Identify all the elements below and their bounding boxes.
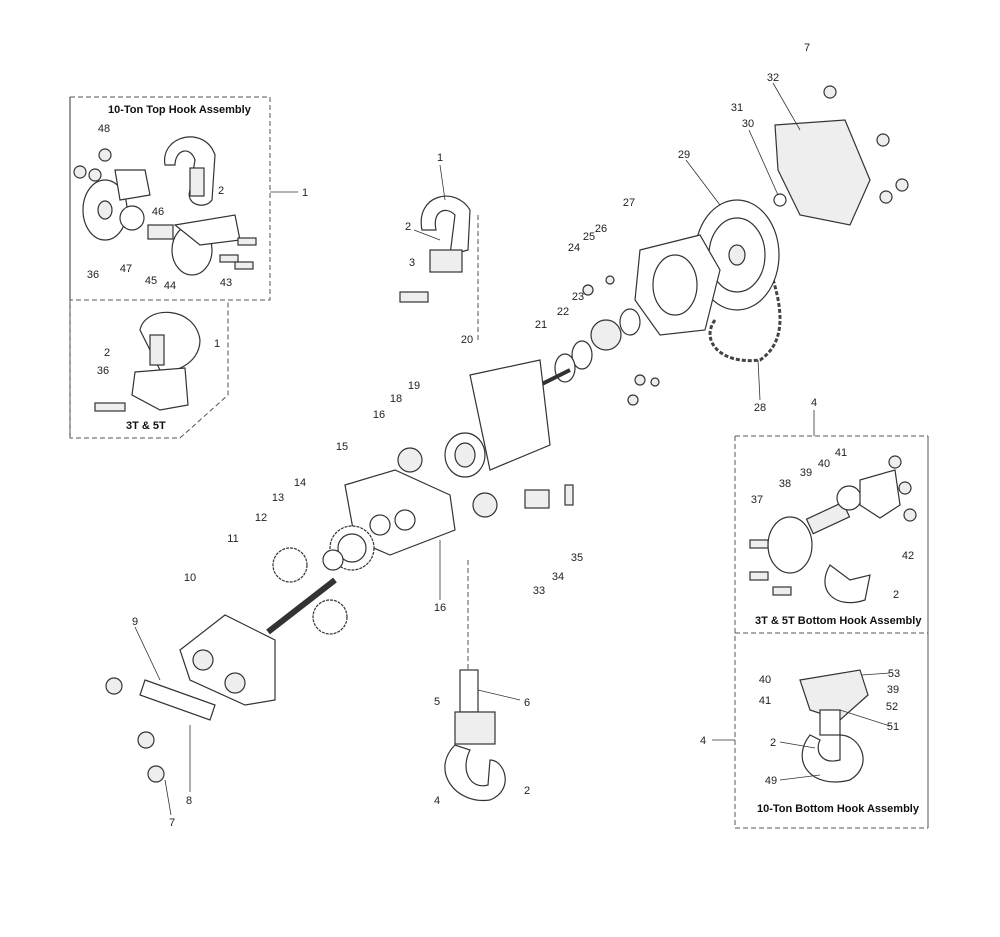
frame-plates [344, 359, 574, 556]
gear-cover [105, 614, 276, 783]
callout-number: 33 [533, 585, 545, 597]
callout-number: 36 [97, 365, 109, 377]
callout-number: 29 [678, 149, 690, 161]
hand-wheel-parts [634, 85, 909, 336]
callout-number: 7 [169, 817, 175, 829]
callout-number: 10 [184, 572, 196, 584]
callout-number: 15 [336, 441, 348, 453]
callout-number: 7 [804, 42, 810, 54]
callout-number: 12 [255, 512, 267, 524]
leader-lines [134, 82, 891, 816]
callout-number: 32 [767, 72, 779, 84]
callout-number: 6 [524, 697, 530, 709]
callout-number: 53 [888, 668, 900, 680]
title-bottom-hook-10t: 10-Ton Bottom Hook Assembly [757, 803, 920, 815]
callout-number: 16 [373, 409, 385, 421]
callout-number: 45 [145, 275, 157, 287]
bottom-hook-3t5t-parts [749, 455, 917, 604]
callout-number: 39 [887, 684, 899, 696]
callout-number: 2 [104, 347, 110, 359]
callout-number: 4 [434, 795, 440, 807]
callout-number: 26 [595, 223, 607, 235]
callout-number: 41 [759, 695, 771, 707]
callout-number: 21 [535, 319, 547, 331]
gears [266, 525, 375, 635]
callout-number: 30 [742, 118, 754, 130]
callout-number: 40 [759, 674, 771, 686]
assembly-axis-line [467, 215, 479, 680]
callout-number: 9 [132, 616, 138, 628]
title-bottom-hook-3t5t: 3T & 5T Bottom Hook Assembly [755, 615, 922, 627]
callout-number: 2 [405, 221, 411, 233]
callout-number: 52 [886, 701, 898, 713]
callout-number: 34 [552, 571, 564, 583]
callout-number: 39 [800, 467, 812, 479]
callout-number: 48 [98, 123, 110, 135]
callout-number: 38 [779, 478, 791, 490]
callout-number: 46 [152, 206, 164, 218]
callout-number: 23 [572, 291, 584, 303]
callout-number: 27 [623, 197, 635, 209]
callout-number: 41 [835, 447, 847, 459]
callout-number: 1 [437, 152, 443, 164]
callout-number: 49 [765, 775, 777, 787]
callout-number: 1 [302, 187, 308, 199]
callout-number: 37 [751, 494, 763, 506]
title-top-hook-3t5t: 3T & 5T [126, 420, 166, 432]
callout-number: 16 [434, 602, 446, 614]
callout-number: 22 [557, 306, 569, 318]
bottom-hook-assembly-box [712, 410, 929, 829]
callout-number: 2 [893, 589, 899, 601]
callout-number: 47 [120, 263, 132, 275]
callout-number: 51 [887, 721, 899, 733]
callout-number: 11 [227, 533, 238, 545]
callout-number: 28 [754, 402, 766, 414]
callout-number: 4 [700, 735, 706, 747]
title-top-hook-10t: 10-Ton Top Hook Assembly [108, 104, 252, 116]
brake-parts [519, 275, 660, 406]
bottom-hook-10t-parts [799, 669, 869, 783]
top-hook-assembly-box [69, 96, 298, 439]
load-hook [444, 669, 506, 802]
callout-number: 35 [571, 552, 583, 564]
callout-number: 31 [731, 102, 743, 114]
callout-number: 43 [220, 277, 232, 289]
callout-number: 2 [770, 737, 776, 749]
callout-number: 1 [214, 338, 220, 350]
top-hook-10t-parts [73, 136, 257, 276]
callout-number: 5 [434, 696, 440, 708]
callout-number: 18 [390, 393, 402, 405]
callout-number: 42 [902, 550, 914, 562]
top-hook-3t5t-parts [94, 311, 201, 412]
callout-number: 2 [524, 785, 530, 797]
callout-number: 19 [408, 380, 420, 392]
callout-number: 8 [186, 795, 192, 807]
callout-number: 36 [87, 269, 99, 281]
callout-number: 13 [272, 492, 284, 504]
callout-number: 20 [461, 334, 473, 346]
callout-number: 44 [164, 280, 176, 292]
callout-number: 25 [583, 231, 595, 243]
callout-number: 4 [811, 397, 817, 409]
callout-number: 3 [409, 257, 415, 269]
callout-number: 24 [568, 242, 580, 254]
callout-number: 40 [818, 458, 830, 470]
callout-number: 2 [218, 185, 224, 197]
top-hook-main [399, 195, 471, 303]
callout-number: 14 [294, 477, 306, 489]
